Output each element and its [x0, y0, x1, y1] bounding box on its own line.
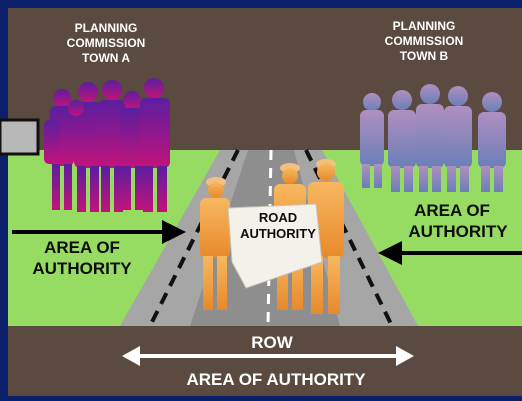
road-crew-group: [200, 159, 344, 314]
road-authority-label: ROAD AUTHORITY: [240, 210, 316, 241]
commission-town-a-group: [44, 78, 170, 212]
road-edge-left: [148, 149, 240, 327]
commission-town-b-label: PLANNING COMMISSION TOWN B: [385, 19, 464, 63]
right-area-line1: AREA OF: [414, 201, 490, 220]
commission-town-a-label: PLANNING COMMISSION TOWN A: [67, 21, 146, 65]
town-a-line2: COMMISSION: [67, 36, 146, 50]
side-tab: [0, 118, 40, 156]
road-edge-right: [304, 149, 394, 327]
row-label: ROW: [251, 333, 294, 352]
road-line2: AUTHORITY: [240, 226, 316, 241]
commission-town-b-group: [360, 84, 506, 192]
left-area-line1: AREA OF: [44, 238, 120, 257]
row-width-arrow: [122, 346, 414, 366]
left-area-line2: AUTHORITY: [32, 259, 132, 278]
right-area-line2: AUTHORITY: [408, 222, 508, 241]
town-b-line2: COMMISSION: [385, 34, 464, 48]
road-line1: ROAD: [259, 210, 297, 225]
town-b-line3: TOWN B: [400, 49, 449, 63]
road-centerline: [266, 149, 273, 327]
bottom-area-label: AREA OF AUTHORITY: [186, 370, 366, 389]
town-a-line3: TOWN A: [82, 51, 130, 65]
town-a-line1: PLANNING: [75, 21, 138, 35]
right-area-label: AREA OF AUTHORITY: [408, 201, 508, 241]
left-area-label: AREA OF AUTHORITY: [32, 238, 132, 278]
town-b-line1: PLANNING: [393, 19, 456, 33]
